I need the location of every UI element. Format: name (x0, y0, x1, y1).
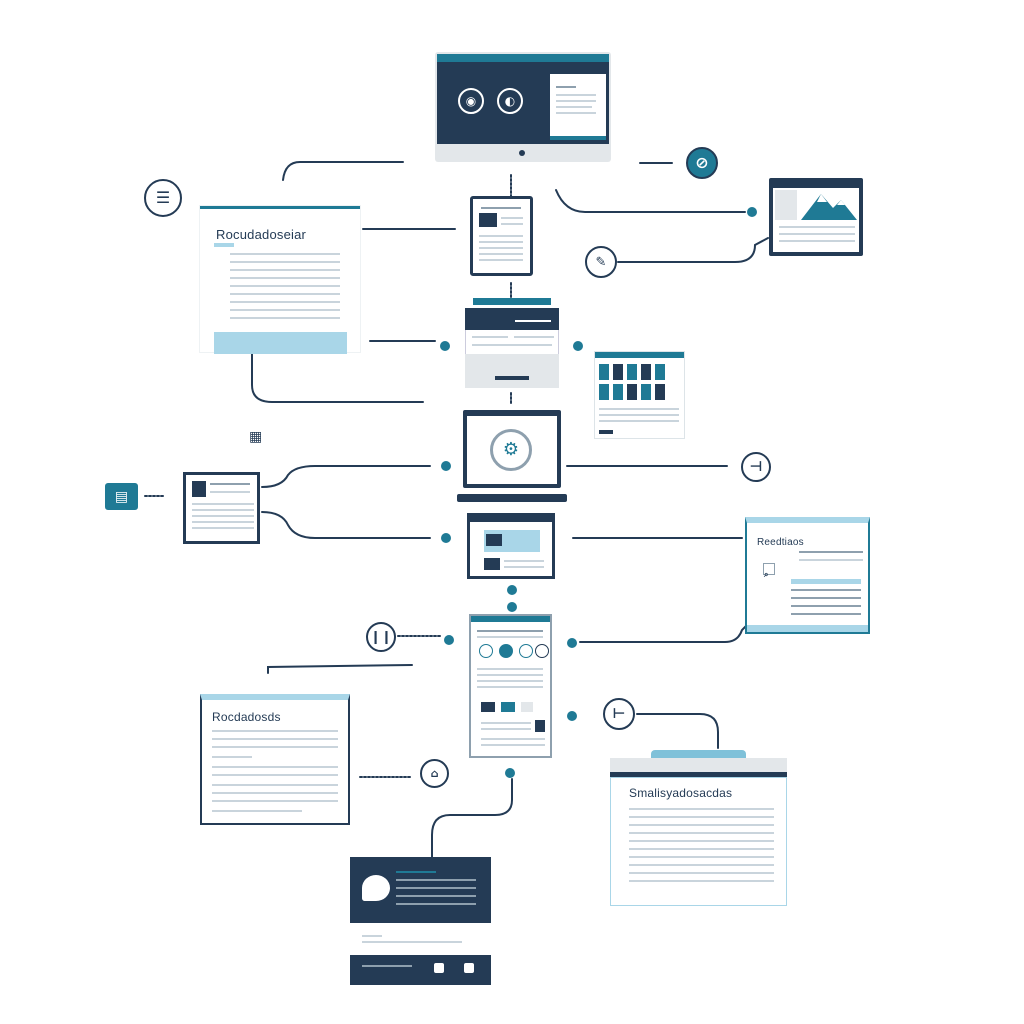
left-document-footer (214, 332, 347, 354)
connector-line (579, 625, 747, 643)
tablet-device (470, 196, 533, 276)
drop-icon: ◉ (458, 88, 484, 114)
left-document-card: Rocudadoseiar (200, 206, 360, 354)
connector-node (567, 638, 577, 648)
mountain-icon (801, 194, 857, 220)
bottom-right-document-title: Smalisyadosacdas (629, 786, 733, 800)
connector-node (567, 711, 577, 721)
globe-icon: ⊘ (686, 147, 718, 179)
connector-line (261, 511, 431, 539)
connector-node (573, 341, 583, 351)
connector-line (431, 778, 513, 859)
connector-node (507, 585, 517, 595)
connector-line (555, 189, 746, 213)
connector-line (617, 237, 769, 263)
gallery-card (595, 352, 684, 438)
connector-node (441, 533, 451, 543)
monitor-titlebar (437, 54, 609, 62)
pause-icon: ❙❙ (366, 622, 396, 652)
right-panel-title: Reedtiaos (757, 537, 804, 548)
menu-lines-icon: ☰ (144, 179, 182, 217)
gear-icon: ⚙ (490, 429, 532, 471)
left-tablet (183, 472, 260, 544)
bottom-left-document-title: Rocdadosds (212, 710, 281, 724)
image-card (769, 178, 863, 256)
connector-node (505, 768, 515, 778)
right-panel-card: Reedtiaos ⌕ (745, 517, 870, 634)
connector-line (282, 161, 404, 181)
chat-icon: ▦ (249, 429, 263, 445)
image-tablet (467, 513, 555, 579)
left-document-title: Rocudadoseiar (216, 227, 307, 242)
phone-device (469, 614, 552, 758)
bottom-left-document: Rocdadosds (200, 694, 350, 825)
bottom-right-document: Smalisyadosacdas (610, 750, 787, 906)
connector-node (747, 207, 757, 217)
center-monitor: ⚙ (457, 410, 567, 505)
split-icon: ⊣ (741, 452, 771, 482)
connector-line (267, 664, 413, 674)
desktop-monitor: ◉ ◐ (435, 52, 611, 162)
connector-line (636, 713, 719, 749)
monitor-document (550, 74, 606, 140)
chat-icon: ⌂ (420, 759, 449, 788)
pen-icon: ✎ (585, 246, 617, 278)
connector-node (440, 341, 450, 351)
connector-node (441, 461, 451, 471)
search-icon: ⌕ (763, 563, 775, 579)
document-icon: ▤ (105, 483, 138, 510)
connector-line (251, 352, 424, 403)
connector-node (444, 635, 454, 645)
chat-bubble-icon (362, 875, 390, 901)
connector-node (507, 602, 517, 612)
split-icon: ⊢ (603, 698, 635, 730)
drop-icon: ◐ (497, 88, 523, 114)
connector-line (261, 465, 431, 488)
laptop-device (465, 298, 559, 391)
bottom-center-card (350, 857, 491, 985)
monitor-power-dot (519, 150, 525, 156)
